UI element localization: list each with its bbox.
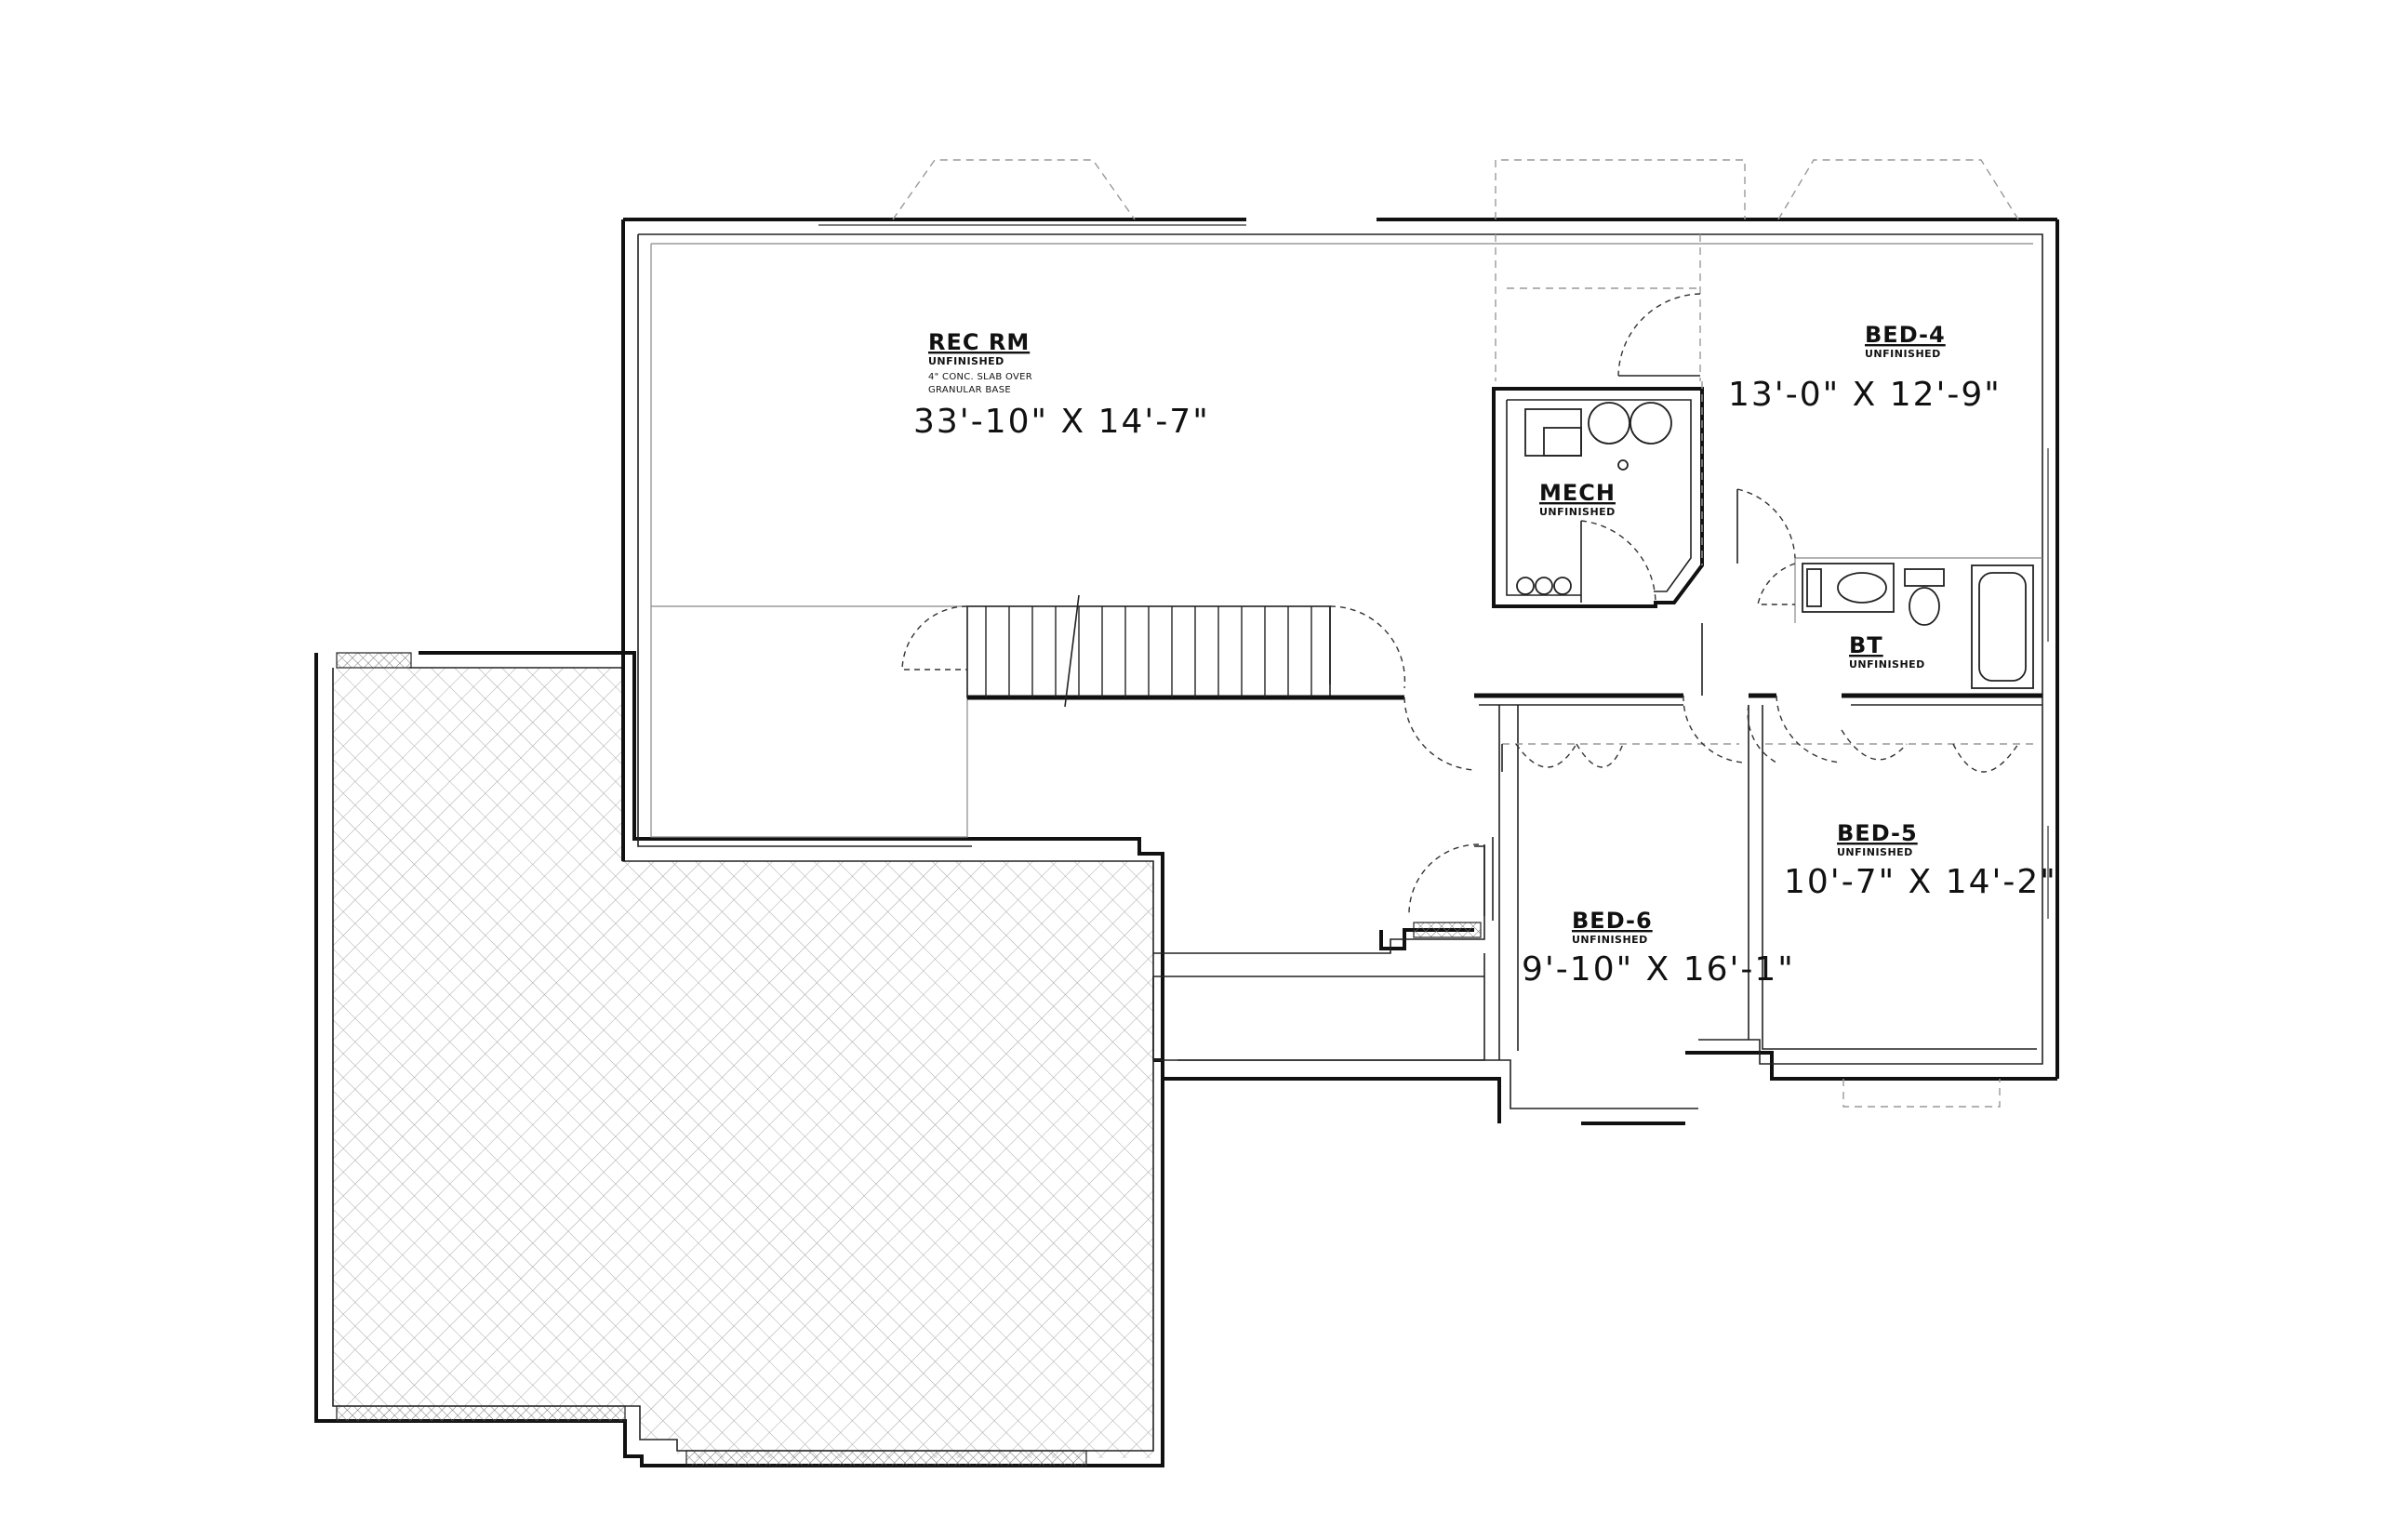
bt-status: UNFINISHED xyxy=(1849,658,1925,670)
stair xyxy=(901,594,1406,708)
bed-5-dims: 10'-7" X 14'-2" xyxy=(1784,863,2057,901)
label-bed-6: BED-6 UNFINISHED 9'-10" X 16'-1" xyxy=(1522,908,1795,989)
bed-6-dims: 9'-10" X 16'-1" xyxy=(1522,950,1795,989)
mech-name: MECH xyxy=(1539,480,1616,506)
label-bt: BT UNFINISHED xyxy=(1849,632,1925,670)
rec-rm-note-2: GRANULAR BASE xyxy=(928,385,1011,395)
label-rec-rm: REC RM UNFINISHED 4" CONC. SLAB OVER GRA… xyxy=(913,329,1210,441)
label-bed-4: BED-4 UNFINISHED 13'-0" X 12'-9" xyxy=(1728,322,2002,414)
bed-4-status: UNFINISHED xyxy=(1865,348,1941,360)
label-bed-5: BED-5 UNFINISHED 10'-7" X 14'-2" xyxy=(1784,820,2057,901)
mech-status: UNFINISHED xyxy=(1539,506,1616,518)
rec-rm-dims: 33'-10" X 14'-7" xyxy=(913,403,1210,441)
interior-walls xyxy=(1152,234,2042,1061)
bed-5-name: BED-5 xyxy=(1837,820,1918,846)
bay-windows xyxy=(818,159,2049,1108)
bed-4-dims: 13'-0" X 12'-9" xyxy=(1728,376,2002,414)
rec-rm-status: UNFINISHED xyxy=(928,355,1004,367)
bed-5-status: UNFINISHED xyxy=(1837,846,1913,858)
rec-rm-note-1: 4" CONC. SLAB OVER xyxy=(928,372,1032,382)
doors xyxy=(1403,293,2019,917)
bed-4-name: BED-4 xyxy=(1865,322,1946,348)
bed-6-status: UNFINISHED xyxy=(1572,934,1648,946)
label-mech: MECH UNFINISHED xyxy=(1539,480,1616,518)
bed-6-name: BED-6 xyxy=(1572,908,1653,934)
exterior-walls xyxy=(621,218,2059,1125)
garage-slab xyxy=(314,651,1164,1467)
rec-rm-name: REC RM xyxy=(928,329,1030,355)
room-labels: REC RM UNFINISHED 4" CONC. SLAB OVER GRA… xyxy=(913,322,2057,989)
bt-name: BT xyxy=(1849,632,1883,658)
fixtures xyxy=(1516,402,2034,689)
